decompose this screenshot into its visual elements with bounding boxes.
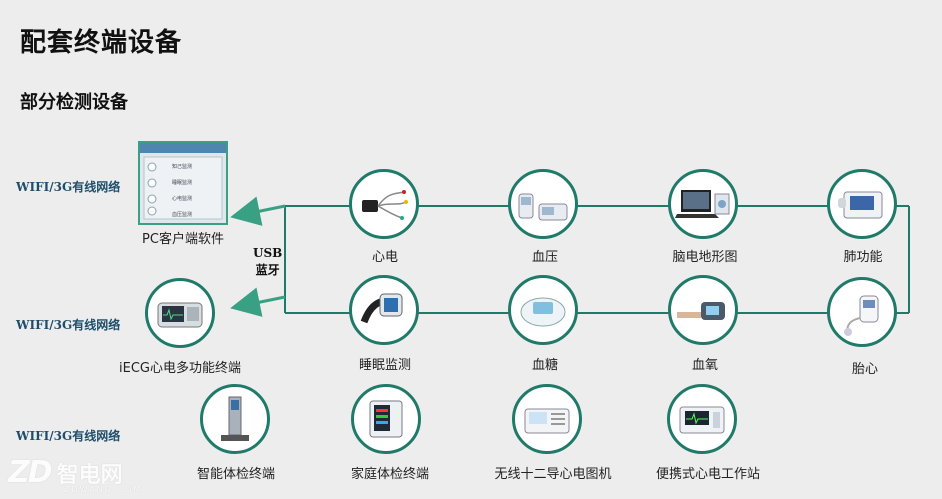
fetal-heart-label: 胎心 <box>851 362 879 377</box>
iecg-terminal-node[interactable] <box>145 278 215 348</box>
sleep-monitor-label: 睡眠监测 <box>358 358 412 373</box>
network-label-terminals: WIFI/3G有线网络 <box>16 429 121 443</box>
pc-window-item: 知己监测 <box>172 164 193 170</box>
network-label-iecg: WIFI/3G有线网络 <box>16 318 121 332</box>
pc-window-icon <box>140 143 226 220</box>
lung-function-node[interactable] <box>827 169 897 239</box>
eeg-laptop-icon <box>675 190 730 218</box>
fetal-doppler-icon <box>844 295 879 336</box>
portable-ecg-node[interactable] <box>667 384 737 454</box>
smart-checkup-label: 智能体检终端 <box>196 467 276 482</box>
portable-ecg-icon <box>679 406 725 434</box>
pc-window-item: 心电监测 <box>172 196 193 202</box>
eeg-mapping-node[interactable] <box>668 169 738 239</box>
sleep-monitor-node[interactable] <box>349 275 419 345</box>
spirometer-icon <box>838 191 883 219</box>
blood-oxygen-label: 血氧 <box>691 358 719 373</box>
watermark-name: 智电网 <box>56 462 123 488</box>
ecg-device-icon <box>362 190 408 220</box>
watermark-logo: ZD 智电网 ZDWANG.COM <box>8 455 140 494</box>
ecg-machine-icon <box>524 408 570 434</box>
blood-pressure-label: 血压 <box>531 250 559 265</box>
arrow-to-pc <box>230 196 286 226</box>
wireless-ecg-label: 无线十二导心电图机 <box>494 467 612 482</box>
home-checkup-label: 家庭体检终端 <box>350 467 430 482</box>
ecg-device-node[interactable] <box>349 169 419 239</box>
network-label-pc: WIFI/3G有线网络 <box>16 180 121 194</box>
pc-window-list: 知己监测 睡眠监测 心电监测 血压监测 <box>172 159 192 223</box>
bluetooth-label: 蓝牙 <box>255 263 280 277</box>
wireless-ecg-node[interactable] <box>512 384 582 454</box>
ecg-terminal-icon <box>157 302 203 328</box>
connection-label: USB 蓝牙 <box>253 245 282 279</box>
blood-pressure-node[interactable] <box>508 169 578 239</box>
pc-client-window-image[interactable]: 知己监测 睡眠监测 心电监测 血压监测 <box>138 141 228 225</box>
arrow-to-iecg <box>230 287 286 317</box>
home-checkup-node[interactable] <box>351 384 421 454</box>
portable-ecg-label: 便携式心电工作站 <box>655 467 761 482</box>
watermark-zd: ZD <box>8 455 53 490</box>
blood-oxygen-node[interactable] <box>668 275 738 345</box>
fetal-heart-node[interactable] <box>827 277 897 347</box>
glucose-meter-icon <box>520 297 566 327</box>
pc-window-item: 睡眠监测 <box>172 180 193 186</box>
blood-glucose-node[interactable] <box>508 275 578 345</box>
section-subtitle: 部分检测设备 <box>20 92 128 113</box>
home-monitor-icon <box>369 400 403 438</box>
eeg-mapping-label: 脑电地形图 <box>672 250 738 265</box>
lung-function-label: 肺功能 <box>843 250 883 265</box>
ecg-device-label: 心电 <box>371 250 399 265</box>
blood-glucose-label: 血糖 <box>531 358 559 373</box>
smart-checkup-node[interactable] <box>200 384 270 454</box>
pc-client-label: PC客户端软件 <box>142 232 224 247</box>
pc-window-item: 血压监测 <box>172 212 193 218</box>
watermark-domain: ZDWANG.COM <box>64 485 143 494</box>
usb-label: USB <box>253 246 283 260</box>
oximeter-icon <box>677 302 725 320</box>
sleep-watch-icon <box>360 293 403 324</box>
kiosk-icon <box>221 396 249 441</box>
iecg-terminal-label: iECG心电多功能终端 <box>119 361 241 376</box>
page-title: 配套终端设备 <box>20 28 183 58</box>
blood-pressure-icon <box>518 193 568 221</box>
